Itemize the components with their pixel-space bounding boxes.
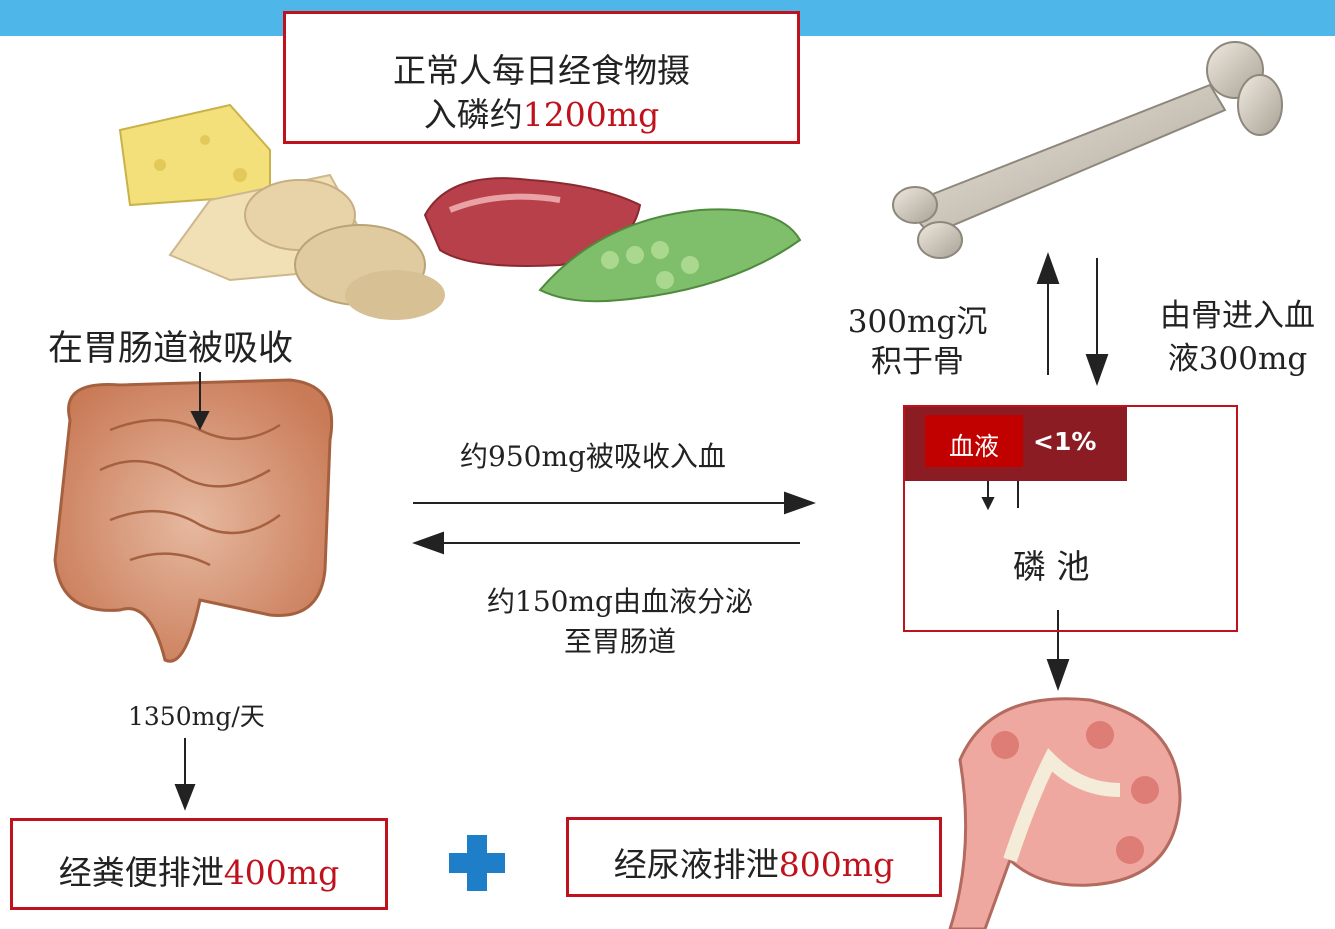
blood-label-box <box>925 415 1023 467</box>
bone-deposit-line2: 积于骨 <box>871 344 964 380</box>
urine-amount: 800mg <box>778 845 895 884</box>
absorbed-to-blood-label: 约950mg被吸收入血 <box>460 440 726 473</box>
phosphate-pool-box: 血液 <1% 磷 池 <box>903 405 1238 632</box>
intake-amount: 1200mg <box>522 95 660 134</box>
intake-line2: 入磷约1200mg <box>286 88 797 136</box>
blood-label: 血液 <box>948 432 999 461</box>
urine-box: 经尿液排泄800mg <box>566 817 942 897</box>
kidney-illustration <box>948 697 1182 929</box>
secreted-line1: 约150mg由血液分泌 <box>487 585 753 618</box>
bone-release-line2: 液300mg <box>1167 341 1308 377</box>
feces-box: 经粪便排泄400mg <box>10 818 388 910</box>
urine-prefix: 经尿液排泄 <box>613 845 779 884</box>
plus-icon <box>449 835 505 891</box>
absorb-label: 在胃肠道被吸收 <box>48 329 294 369</box>
intestine-illustration <box>53 378 334 663</box>
pool-name: 磷 池 <box>1013 547 1090 586</box>
blood-percent: <1% <box>1033 427 1097 456</box>
secreted-line2: 至胃肠道 <box>563 625 676 658</box>
urine-text: 经尿液排泄800mg <box>569 838 939 886</box>
feces-text: 经粪便排泄400mg <box>13 846 385 894</box>
bone-deposit-line1: 300mg沉 <box>847 304 988 340</box>
bone-illustration <box>892 41 1283 259</box>
intake-line2-prefix: 入磷约 <box>423 95 523 134</box>
gut-daily-label: 1350mg/天 <box>128 702 265 731</box>
feces-amount: 400mg <box>223 853 340 892</box>
food-illustration <box>118 103 802 320</box>
bone-release-line1: 由骨进入血 <box>1160 298 1315 334</box>
intake-box: 正常人每日经食物摄 入磷约1200mg <box>283 11 800 144</box>
intake-line1: 正常人每日经食物摄 <box>393 51 690 90</box>
feces-prefix: 经粪便排泄 <box>58 853 224 892</box>
